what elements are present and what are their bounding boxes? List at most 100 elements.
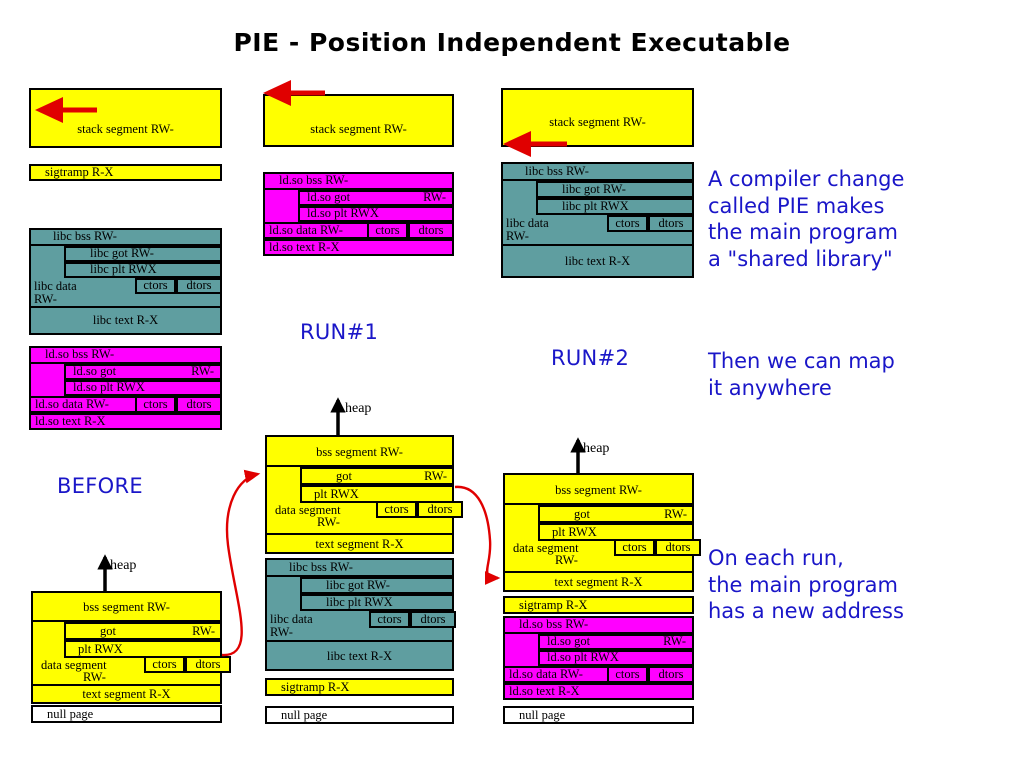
col3-ldso-text-label: ld.so text R-X <box>509 684 580 698</box>
col2-text: text segment R-X <box>265 533 454 554</box>
col3-text-label: text segment R-X <box>554 575 643 589</box>
col1-libc-got: libc got RW- <box>64 246 222 262</box>
col3-libc-got: libc got RW- <box>536 181 694 198</box>
col1-libc-got-label: libc got RW- <box>90 246 154 260</box>
col2-ldso-data-label: ld.so data RW- <box>269 223 343 237</box>
col3-libc-plt-label: libc plt RWX <box>562 199 629 213</box>
col3-ldso-got-perm: RW- <box>663 634 686 648</box>
col2-libc-text: libc text R-X <box>265 640 454 671</box>
col2-bss-label: bss segment RW- <box>316 445 403 459</box>
col3-dtors-label: dtors <box>665 540 691 554</box>
col3-ldso-ctors-label: ctors <box>615 667 640 681</box>
col1-plt: plt RWX <box>64 640 222 658</box>
col2-libc-plt-label: libc plt RWX <box>326 595 393 609</box>
col1-sigtramp-label: sigtramp R-X <box>45 165 114 179</box>
col2-libc-ctors-label: ctors <box>377 612 402 626</box>
col1-ldso-block: ld.so bss RW- ld.so got RW- ld.so plt RW… <box>29 346 222 430</box>
col1-ctors: ctors <box>144 656 185 673</box>
col1-dtors-label: dtors <box>195 657 221 671</box>
col1-libc-ctors-label: ctors <box>143 278 168 292</box>
col3-program-block: bss segment RW- got RW- plt RWX data seg… <box>503 473 701 592</box>
col1-got: got RW- <box>64 622 222 640</box>
col1-bss-label: bss segment RW- <box>83 600 170 614</box>
annotation-compiler-change: A compiler change called PIE makes the m… <box>708 167 905 271</box>
col2-ldso-plt-label: ld.so plt RWX <box>307 206 379 220</box>
col3-sigtramp: sigtramp R-X <box>503 596 694 614</box>
col3-libc-data-label: libc data <box>506 216 549 230</box>
col1-null-page-label: null page <box>47 707 94 721</box>
col2-libc-got-label: libc got RW- <box>326 578 390 592</box>
col1-bss: bss segment RW- <box>31 591 222 622</box>
col3-null-page: null page <box>503 706 694 724</box>
col1-libc-bss-label: libc bss RW- <box>53 229 117 243</box>
col3-libc-bss: libc bss RW- <box>501 162 694 181</box>
col3-libc-bss-label: libc bss RW- <box>525 164 589 178</box>
col3-got: got RW- <box>538 505 694 523</box>
col3-libc-text-label: libc text R-X <box>564 254 631 268</box>
col1-data-label: data segment <box>41 658 107 672</box>
col2-bss: bss segment RW- <box>265 435 454 467</box>
col1-libc-plt-label: libc plt RWX <box>90 262 157 276</box>
col1-ldso-text: ld.so text R-X <box>29 413 222 430</box>
col2-libc-ctors: ctors <box>369 611 410 628</box>
col3-ldso-plt-label: ld.so plt RWX <box>547 650 619 664</box>
col2-got: got RW- <box>300 467 454 485</box>
col3-plt-label: plt RWX <box>552 525 597 539</box>
col1-stack-segment: stack segment RW- <box>29 88 222 148</box>
col1-heap-label: heap <box>110 558 137 573</box>
col1-dtors: dtors <box>185 656 231 673</box>
col1-got-label: got <box>100 624 116 638</box>
col1-ldso-text-label: ld.so text R-X <box>35 414 106 428</box>
col3-heap-label: heap <box>583 441 610 456</box>
col2-ldso-ctors: ctors <box>367 222 408 239</box>
col1-text: text segment R-X <box>31 684 222 704</box>
col3-ldso-ctors: ctors <box>607 666 648 683</box>
col3-libc-ctors: ctors <box>607 215 648 232</box>
annotation-map-anywhere: Then we can map it anywhere <box>708 349 895 400</box>
col3-stack-segment: stack segment RW- <box>501 88 694 147</box>
col2-stack-segment: stack segment RW- <box>263 94 454 147</box>
relocation-arrow-before-to-run1 <box>221 469 261 657</box>
col3-libc-dtors-label: dtors <box>658 216 684 230</box>
col1-libc-data-perm: RW- <box>34 292 57 306</box>
col2-libc-dtors-label: dtors <box>420 612 446 626</box>
col3-ldso-got: ld.so got RW- <box>538 634 694 650</box>
col3-ldso-text: ld.so text R-X <box>503 683 694 700</box>
col3-libc-dtors: dtors <box>648 215 694 232</box>
label-run1: RUN#1 <box>300 320 379 344</box>
col1-got-perm: RW- <box>192 624 215 638</box>
col2-plt: plt RWX <box>300 485 454 503</box>
col2-data-perm: RW- <box>317 515 340 529</box>
col3-ldso-dtors: dtors <box>648 666 694 683</box>
col2-libc-data-label: libc data <box>270 612 313 626</box>
col2-ctors-label: ctors <box>384 502 409 516</box>
col2-data-label: data segment <box>275 503 341 517</box>
col2-ldso-dtors: dtors <box>408 222 454 239</box>
col1-libc-block: libc bss RW- libc got RW- libc plt RWX l… <box>29 228 222 335</box>
col3-bss-label: bss segment RW- <box>555 483 642 497</box>
col1-ldso-bss-label: ld.so bss RW- <box>45 347 115 361</box>
col1-data-perm: RW- <box>83 670 106 684</box>
col1-program-block: bss segment RW- got RW- plt RWX data seg… <box>31 591 231 704</box>
col2-text-label: text segment R-X <box>315 537 404 551</box>
col2-ldso-dtors-label: dtors <box>418 223 444 237</box>
col3-libc-block: libc bss RW- libc got RW- libc plt RWX l… <box>501 162 694 278</box>
col3-ldso-bss-label: ld.so bss RW- <box>519 617 589 631</box>
col3-ldso-plt: ld.so plt RWX <box>538 650 694 666</box>
col1-libc-dtors-label: dtors <box>186 278 212 292</box>
col2-ldso-text-label: ld.so text R-X <box>269 240 340 254</box>
col2-ldso-plt: ld.so plt RWX <box>298 206 454 222</box>
col1-libc-dtors: dtors <box>176 278 222 294</box>
label-run2: RUN#2 <box>551 346 630 370</box>
col1-null-page: null page <box>31 705 222 723</box>
col2-got-perm: RW- <box>424 469 447 483</box>
col2-plt-label: plt RWX <box>314 487 359 501</box>
col1-ldso-bss: ld.so bss RW- <box>29 346 222 364</box>
col3-ldso-data-label: ld.so data RW- <box>509 667 583 681</box>
col3-libc-text: libc text R-X <box>501 244 694 278</box>
col3-libc-data-perm: RW- <box>506 229 529 243</box>
col3-stack-label: stack segment RW- <box>549 115 646 129</box>
col3-got-perm: RW- <box>664 507 687 521</box>
col3-ctors-label: ctors <box>622 540 647 554</box>
col1-ldso-plt: ld.so plt RWX <box>64 380 222 396</box>
